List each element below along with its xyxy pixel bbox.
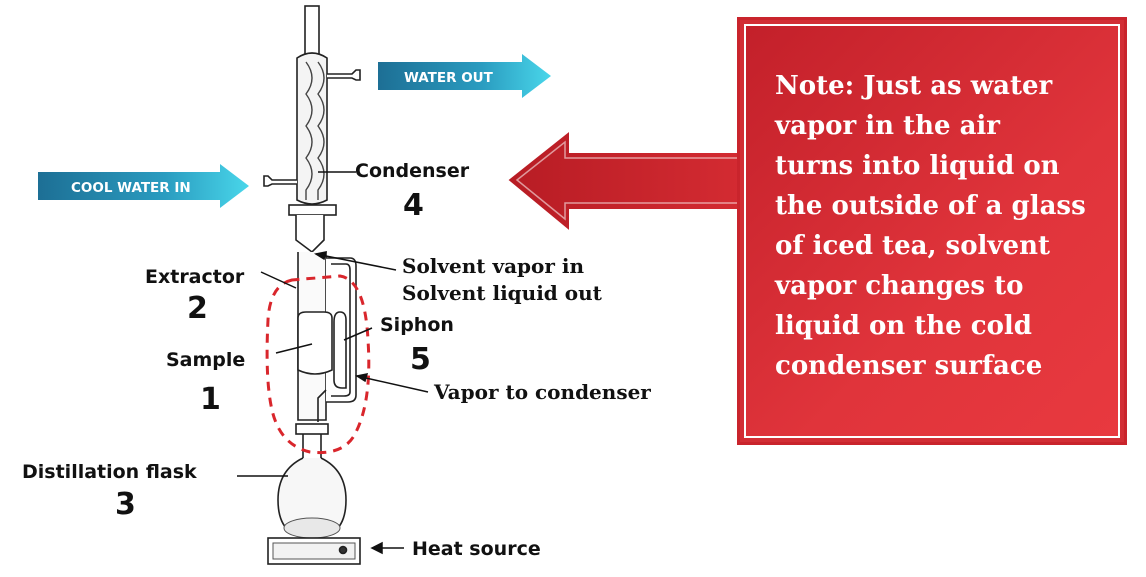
- sample-label: Sample: [166, 349, 245, 371]
- heat-source-label: Heat source: [412, 538, 541, 560]
- vapor-to-condenser-label: Vapor to condenser: [433, 380, 651, 404]
- condenser-number: 4: [403, 188, 424, 223]
- cool-water-in-label: COOL WATER IN: [71, 180, 191, 196]
- distillation-flask-number: 3: [115, 487, 136, 522]
- water-out-label: WATER OUT: [404, 70, 494, 86]
- note-inner-frame: Note: Just as water vapor in the air tur…: [744, 24, 1120, 438]
- note-box: Note: Just as water vapor in the air tur…: [737, 17, 1127, 445]
- note-line: the outside of a glass: [775, 191, 1086, 221]
- note-line: vapor changes to: [775, 271, 1024, 301]
- solvent-liquid-out-label: Solvent liquid out: [402, 281, 603, 305]
- siphon-label: Siphon: [380, 314, 454, 336]
- note-line: condenser surface: [775, 351, 1043, 381]
- cool-water-in-arrow: COOL WATER IN: [38, 164, 249, 208]
- siphon-number: 5: [410, 342, 431, 377]
- solvent-vapor-in-label: Solvent vapor in: [402, 254, 584, 278]
- extraction-zone-outline: [265, 274, 371, 455]
- sample-number: 1: [200, 382, 221, 417]
- note-text: Note: Just as water vapor in the air tur…: [775, 66, 1115, 386]
- note-pointer-arrow: [505, 127, 746, 235]
- note-line: of iced tea, solvent: [775, 231, 1050, 261]
- extractor-number: 2: [187, 291, 208, 326]
- note-line: vapor in the air: [775, 111, 1000, 141]
- note-line: turns into liquid on: [775, 151, 1060, 181]
- distillation-flask-label: Distillation flask: [22, 461, 197, 483]
- condenser-label: Condenser: [355, 160, 470, 182]
- extractor-label: Extractor: [145, 266, 245, 288]
- apparatus: [263, 5, 361, 565]
- note-line: liquid on the cold: [775, 311, 1032, 341]
- water-out-arrow: WATER OUT: [378, 54, 551, 98]
- note-line: Note: Just as water: [775, 71, 1053, 101]
- leader-lines: [237, 171, 429, 555]
